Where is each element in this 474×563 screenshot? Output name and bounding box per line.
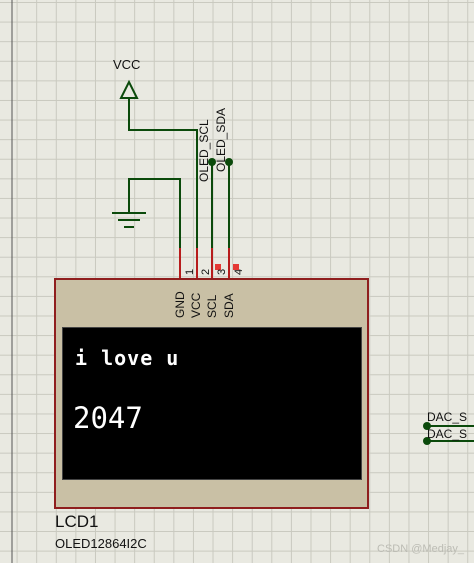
pin-4-state-marker — [233, 264, 239, 270]
watermark: CSDN @Medjay_ — [377, 543, 464, 555]
scl-junction — [208, 158, 216, 166]
vcc-label: VCC — [113, 57, 141, 72]
gnd-wire[interactable] — [128, 178, 181, 248]
sda-junction — [225, 158, 233, 166]
dac-junction-2 — [423, 437, 431, 445]
pin-label-gnd: GND — [173, 291, 187, 318]
vcc-power-symbol[interactable] — [119, 79, 139, 99]
pin-label-sda: SDA — [222, 293, 236, 318]
oled-text-line1: i love u — [75, 346, 180, 370]
pin-number-3: 3 — [216, 268, 228, 275]
pin-3-state-marker — [215, 264, 221, 270]
net-label-oled-scl: OLED_SCL — [197, 119, 211, 182]
component-reference[interactable]: LCD1 — [55, 512, 99, 531]
pin-number-4: 4 — [233, 268, 245, 275]
pin-number-2: 2 — [200, 268, 212, 275]
dac-junction-1 — [423, 422, 431, 430]
oled-text-line2: 2047 — [73, 401, 143, 435]
dac-label-2: DAC_S — [427, 427, 468, 441]
component-part-name: OLED12864I2C — [55, 536, 147, 551]
vcc-wire[interactable] — [128, 98, 198, 248]
dac-label-1: DAC_S — [427, 410, 468, 424]
pin-label-vcc: VCC — [189, 292, 203, 318]
net-label-oled-sda: OLED_SDA — [214, 107, 228, 172]
pin-number-1: 1 — [184, 268, 196, 275]
pin-label-scl: SCL — [205, 294, 219, 318]
oled-screen: i love u 2047 — [62, 327, 362, 480]
